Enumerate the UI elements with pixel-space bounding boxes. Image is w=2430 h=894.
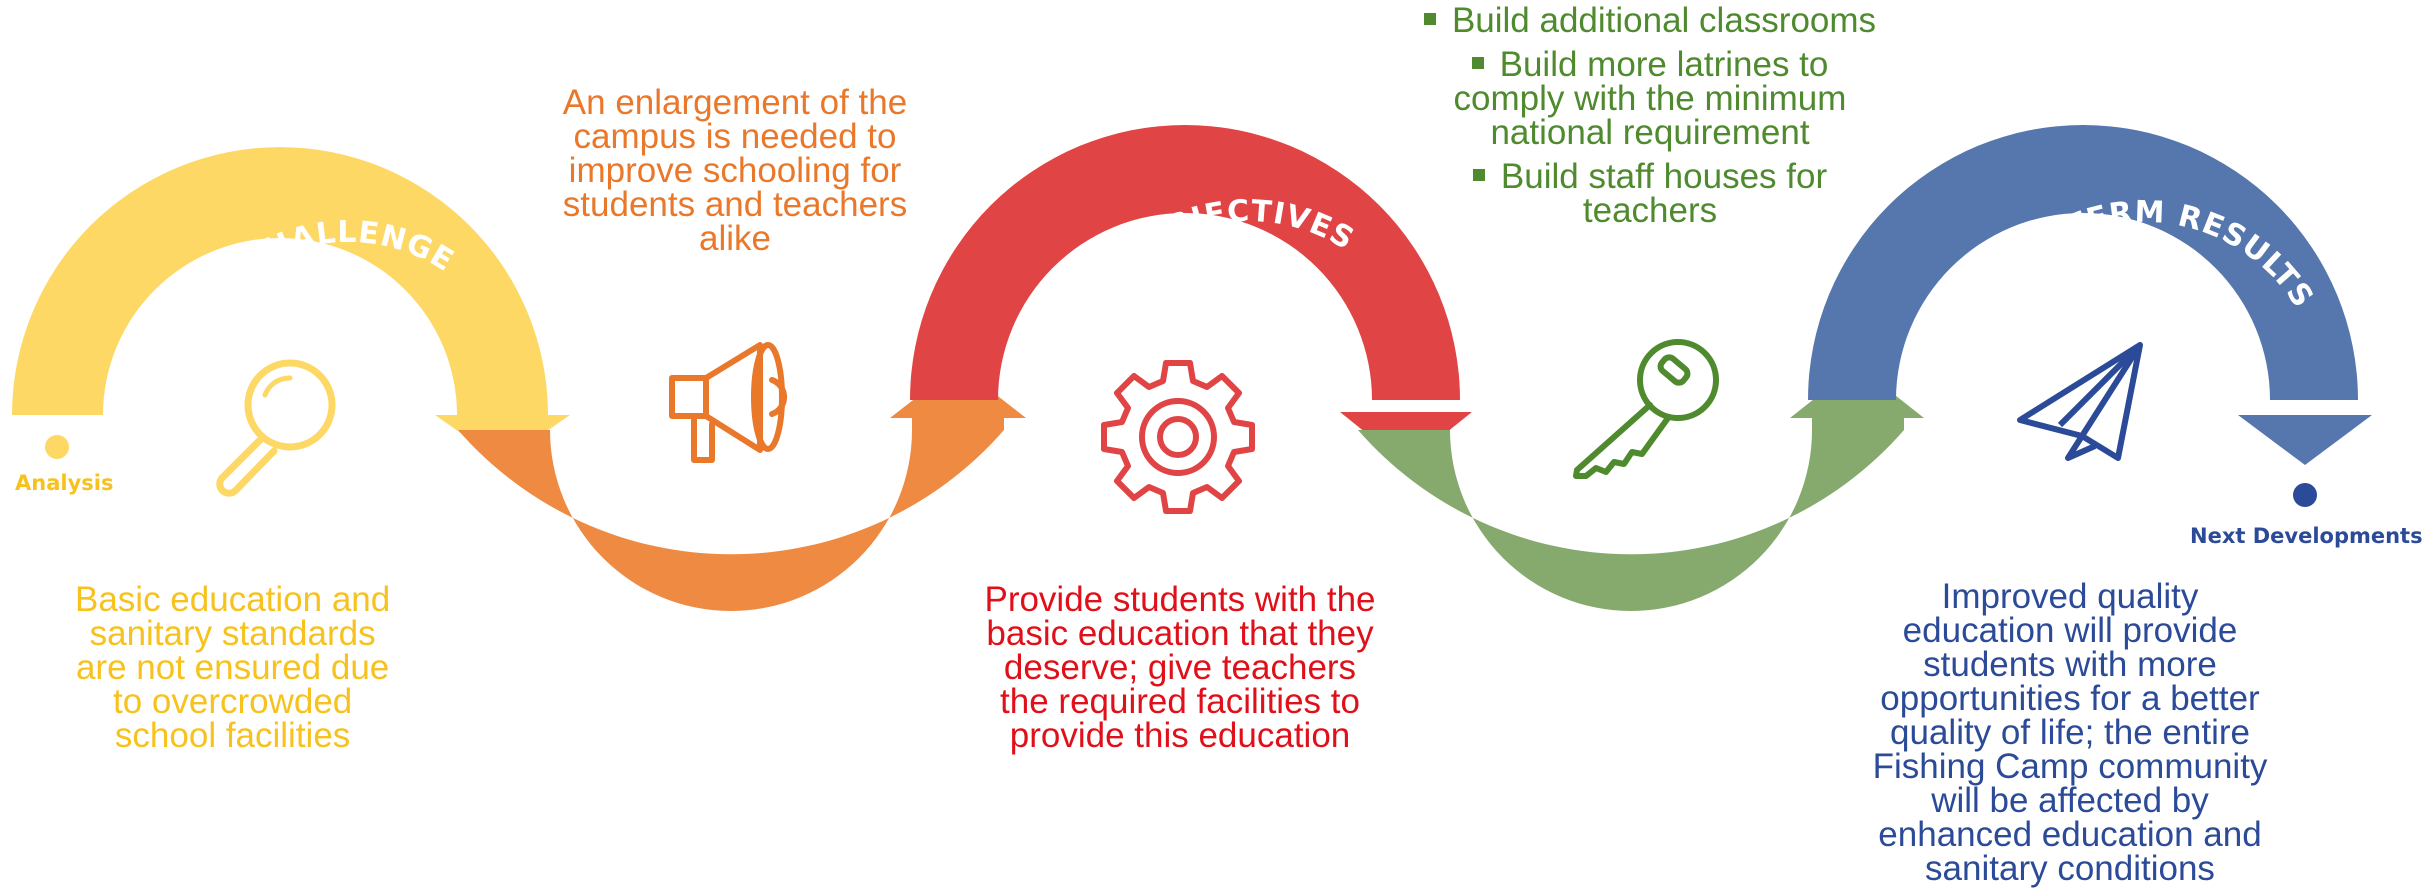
solution-band [1358,410,1904,611]
text-line: to overcrowded [112,682,353,721]
start-label: Analysis [15,471,114,495]
text-line: campus is needed to [573,117,897,156]
end-label: Next Developments [2190,524,2423,548]
text-line: An enlargement of the [562,83,908,122]
stage-challenge-shape [12,147,570,462]
text-line: students and teachers [562,185,908,224]
results-band [1808,125,2358,400]
text-line: improve schooling for [568,151,902,190]
start-dot [45,435,69,459]
text-line: sanitary conditions [1925,849,2215,888]
objectives-band [910,125,1460,400]
objectives-description: Provide students with the basic educatio… [960,580,1400,755]
text-line: provide this education [1009,716,1351,755]
challenge-band [12,147,548,415]
bullet-square-icon [1471,56,1484,69]
solution-bullet: Build more latrines to comply with the m… [1370,45,1930,152]
gear-icon [1101,360,1255,514]
text-line: enhanced education and [1878,815,2262,854]
stage-results-shape [1808,125,2372,465]
text-line: are not ensured due [75,648,390,687]
key-icon [1573,339,1719,479]
text-line: sanitary standards [89,614,376,653]
text-line: students with more [1923,645,2217,684]
text-line: the required facilities to [1000,682,1360,721]
text-line: comply with the minimum [1453,79,1847,118]
challenge-description: Basic education and sanitary standards a… [75,580,391,755]
text-line: Fishing Camp community [1872,747,2268,786]
text-line: Provide students with the [984,580,1376,619]
solution-bullet: Build additional classrooms [1370,1,1930,40]
magnifier-icon [216,359,336,497]
paper-plane-icon [2017,342,2143,461]
megaphone-icon [669,342,788,463]
text-line: Build additional classrooms [1451,1,1877,40]
text-line: opportunities for a better [1880,679,2260,718]
stage-label-solution: SOLUTION [1621,807,1802,858]
text-line: Build staff houses for [1500,157,1828,196]
results-description: Improved quality education will provide … [1840,577,2300,888]
request-band [458,410,1004,611]
text-line: Basic education and [75,580,391,619]
text-line: deserve; give teachers [1003,648,1357,687]
bullet-square-icon [1472,168,1485,181]
text-line: teachers [1582,191,1718,230]
results-arrowhead [2238,415,2372,465]
stage-label-request: REQUEST [738,810,903,858]
text-line: Build more latrines to [1499,45,1829,84]
stage-solution-shape [1358,365,1924,611]
bullet-square-icon [1423,12,1436,25]
request-description: An enlargement of the campus is needed t… [520,83,950,258]
text-line: education will provide [1902,611,2238,650]
end-dot [2293,483,2317,507]
text-line: quality of life; the entire [1890,713,2250,752]
solution-bullet: Build staff houses for teachers [1370,157,1930,230]
text-line: basic education that they [986,614,1374,653]
text-line: Improved quality [1941,577,2199,616]
text-line: school facilities [114,716,351,755]
text-line: national requirement [1490,113,1810,152]
solution-bullet-list: Build additional classrooms Build more l… [1370,1,1930,238]
text-line: will be affected by [1931,781,2209,820]
text-line: alike [699,219,771,258]
